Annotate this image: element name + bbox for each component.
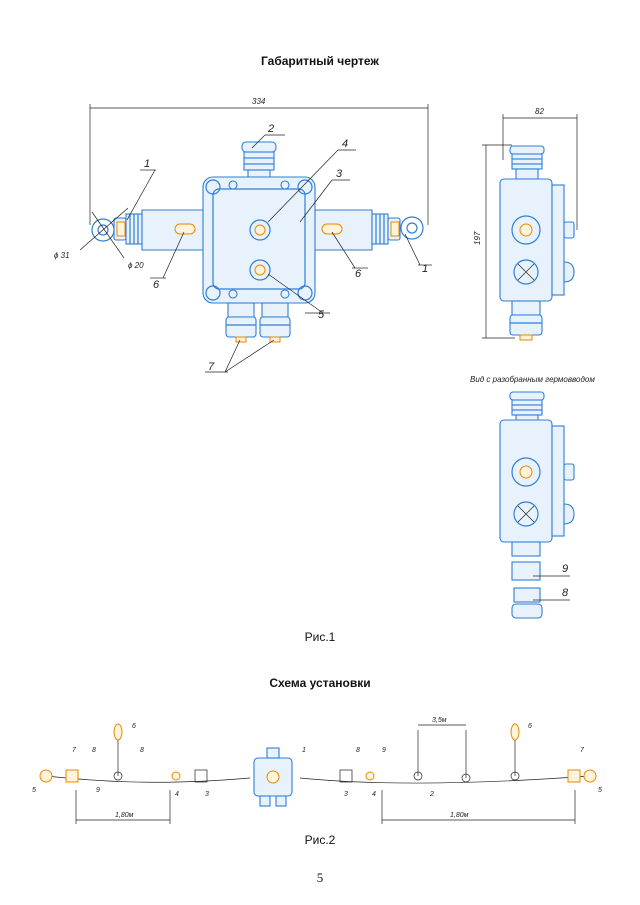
scheme-label-9-left: 9 [96, 787, 100, 794]
scheme-label-3-left: 3 [205, 791, 209, 798]
scheme-label-7-right: 7 [580, 747, 585, 754]
label-7: 7 [208, 361, 215, 373]
scheme-label-8-c: 8 [356, 747, 360, 754]
label-1-right: 1 [422, 263, 428, 275]
scheme-label-9-right: 9 [382, 747, 386, 754]
scheme-label-8-a: 8 [92, 747, 96, 754]
junction-box-side-view: 82 197 [473, 107, 578, 341]
drawing-title: Габаритный чертеж [261, 54, 379, 68]
scheme-label-3-right: 3 [344, 791, 348, 798]
scheme-title: Схема установки [269, 676, 371, 690]
installation-scheme: 1,80м 1,80м 3,5м 1 2 3 3 4 4 5 5 6 6 7 7… [32, 717, 602, 824]
scheme-label-1: 1 [302, 747, 306, 754]
dim-diameter-31: ϕ 31 [54, 251, 70, 260]
scheme-label-5-left: 5 [32, 787, 36, 794]
dim-1-80-left: 1,80м [115, 812, 134, 819]
scheme-label-5-right: 5 [598, 787, 602, 794]
dim-1-80-right: 1,80м [450, 812, 469, 819]
scheme-label-4-right: 4 [372, 791, 376, 798]
label-6-left: 6 [153, 279, 160, 291]
scheme-label-7-left: 7 [72, 747, 77, 754]
label-2: 2 [267, 123, 274, 135]
scheme-label-4-left: 4 [175, 791, 179, 798]
label-5: 5 [318, 309, 325, 321]
label-6-right: 6 [355, 268, 362, 280]
page-number: 5 [316, 870, 324, 885]
label-8: 8 [562, 587, 569, 599]
dim-width: 334 [252, 97, 266, 106]
dim-spacing: 3,5м [432, 717, 447, 724]
side-view-disassembled-gland: Вид с разобранным гермовводом 9 8 [470, 375, 595, 619]
label-4: 4 [342, 138, 348, 150]
dim-depth: 82 [535, 107, 544, 116]
view-note: Вид с разобранным гермовводом [470, 375, 595, 384]
scheme-label-6-left: 6 [132, 723, 136, 730]
label-9: 9 [562, 563, 568, 575]
scheme-label-2: 2 [429, 791, 434, 798]
scheme-label-8-b: 8 [140, 747, 144, 754]
junction-box-front-view: 334 [54, 97, 432, 373]
label-1-left: 1 [144, 158, 150, 170]
figure-2-caption: Рис.2 [304, 833, 336, 847]
label-3: 3 [336, 168, 343, 180]
scheme-label-6-right: 6 [528, 723, 532, 730]
dim-diameter-20: ϕ 20 [128, 261, 144, 270]
figure-1-caption: Рис.1 [304, 630, 336, 644]
dim-height: 197 [473, 231, 482, 245]
